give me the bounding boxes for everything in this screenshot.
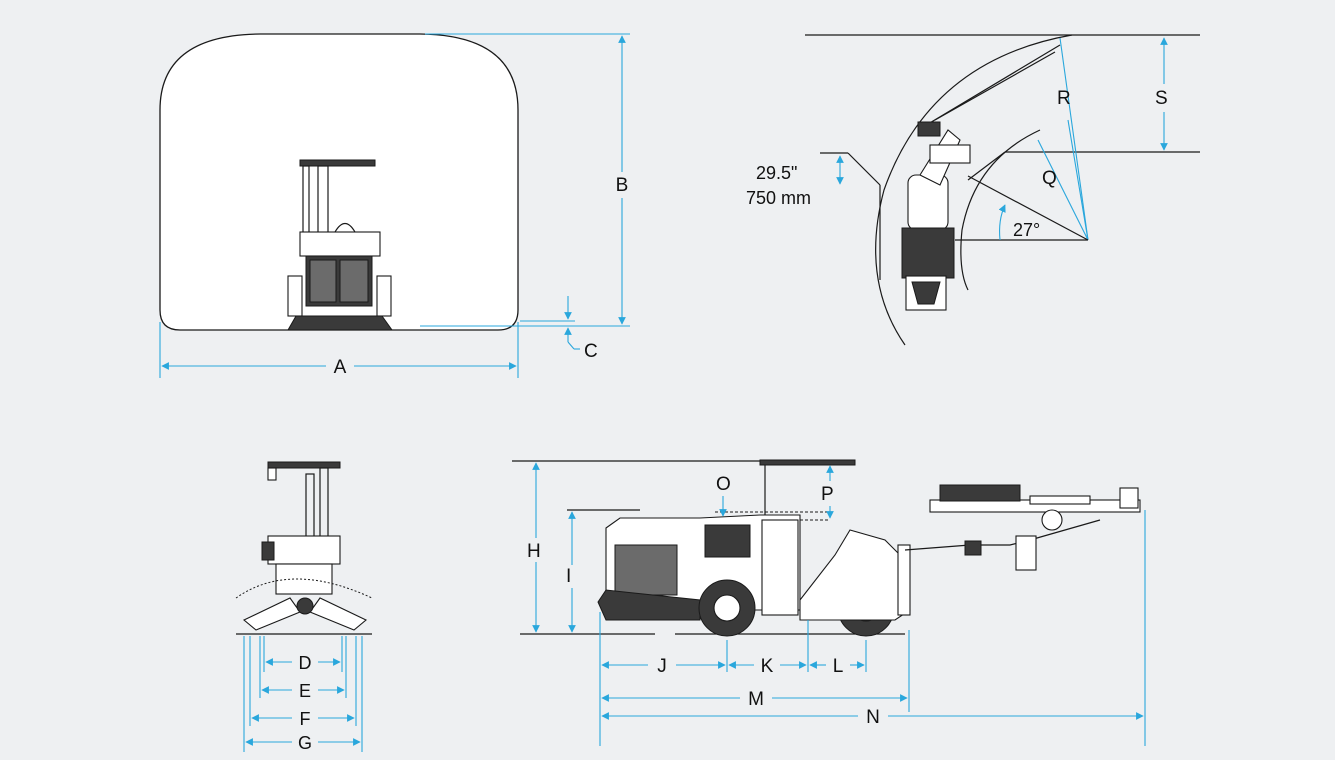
label-f: F — [300, 709, 311, 729]
label-l: L — [833, 656, 844, 677]
tunnel-profile — [159, 33, 519, 331]
label-k: K — [761, 656, 774, 677]
rear-view: D E F G — [235, 461, 373, 753]
label-m: M — [748, 689, 764, 710]
label-s: S — [1155, 88, 1168, 109]
label-o: O — [716, 474, 731, 495]
label-e: E — [299, 681, 311, 701]
top-view-turning-radius: 27° Q R S 29.5" 750 mm — [746, 34, 1200, 346]
label-a: A — [334, 357, 347, 378]
label-d: D — [299, 653, 312, 673]
label-q: Q — [1042, 168, 1057, 189]
width-dimensions-d-g: D E F G — [243, 636, 363, 753]
label-b: B — [616, 175, 629, 196]
label-r: R — [1057, 88, 1071, 109]
rig-top-silhouette — [901, 44, 1061, 311]
label-c: C — [584, 341, 598, 362]
angle-annotation: 27° — [1013, 220, 1040, 240]
label-h: H — [527, 541, 541, 562]
side-view: O P H I J K L M N — [512, 459, 1146, 746]
label-i: I — [566, 566, 571, 587]
label-n: N — [866, 707, 880, 728]
rig-front-silhouette — [287, 159, 393, 331]
height-mm-annotation: 750 mm — [746, 188, 811, 208]
front-view-in-tunnel: B C A — [159, 33, 630, 378]
rig-side-silhouette — [597, 484, 1141, 637]
label-g: G — [298, 733, 312, 753]
height-in-annotation: 29.5" — [756, 163, 797, 183]
label-p: P — [821, 484, 834, 505]
label-j: J — [657, 656, 667, 677]
